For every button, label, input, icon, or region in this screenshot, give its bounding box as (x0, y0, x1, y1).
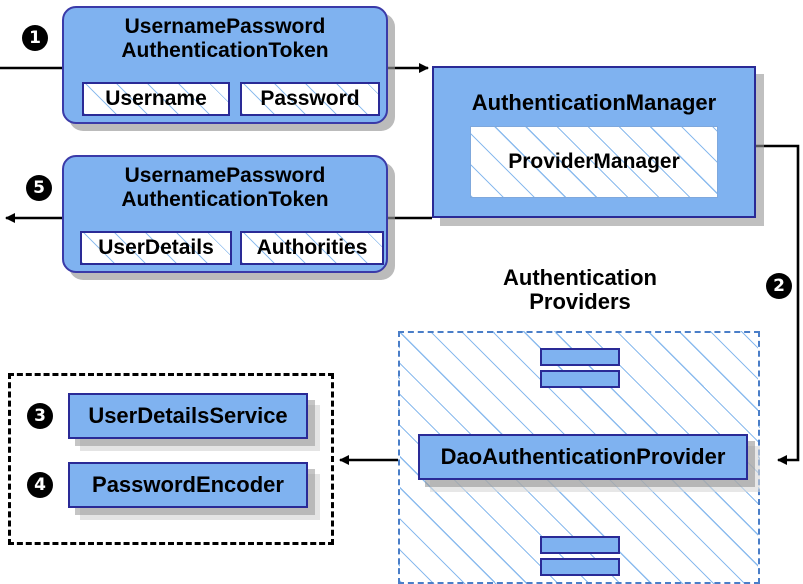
response-token-field-userdetails[interactable]: UserDetails (80, 231, 232, 265)
provider-placeholder-bottom-1 (540, 536, 620, 554)
password-encoder[interactable]: PasswordEncoder (68, 462, 308, 508)
user-details-service[interactable]: UserDetailsService (68, 393, 308, 439)
request-token-field-username[interactable]: Username (82, 82, 230, 116)
dao-authentication-provider[interactable]: DaoAuthenticationProvider (418, 434, 748, 480)
step-badge-2: 2 (766, 273, 792, 299)
step-badge-1: 1 (22, 25, 48, 51)
authentication-providers-label: Authentication Providers (503, 265, 657, 314)
authentication-manager-title: AuthenticationManager (471, 90, 717, 115)
request-token-field-password[interactable]: Password (240, 82, 380, 116)
response-token-field-authorities[interactable]: Authorities (240, 231, 384, 265)
provider-manager[interactable]: ProviderManager (470, 126, 718, 198)
response-token-title: UsernamePassword AuthenticationToken (121, 164, 329, 211)
authentication-manager[interactable]: AuthenticationManager ProviderManager (432, 66, 756, 218)
provider-placeholder-top-2 (540, 370, 620, 388)
wire-manager-to-provider (756, 144, 800, 465)
step-badge-5: 5 (26, 175, 52, 201)
response-token[interactable]: UsernamePassword AuthenticationToken Use… (62, 155, 388, 273)
request-token[interactable]: UsernamePassword AuthenticationToken Use… (62, 6, 388, 124)
provider-placeholder-top-1 (540, 348, 620, 366)
provider-placeholder-bottom-2 (540, 558, 620, 576)
step-badge-4: 4 (27, 472, 53, 498)
step-badge-3: 3 (27, 403, 53, 429)
request-token-title: UsernamePassword AuthenticationToken (121, 15, 329, 62)
